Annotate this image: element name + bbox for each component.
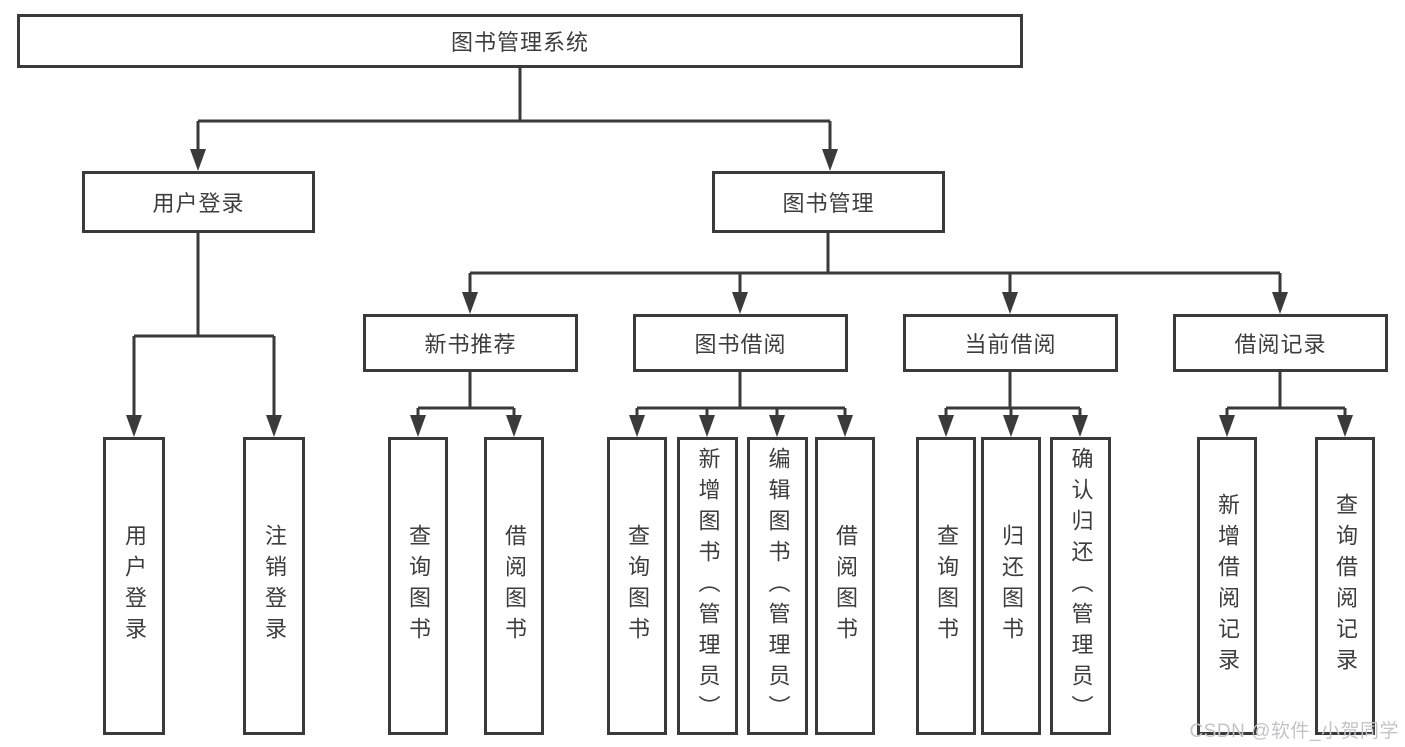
edge-user-login-to-leaves <box>132 233 276 418</box>
edge-bookborrow-to-leaves <box>635 372 847 418</box>
node-label: 归还图书 <box>999 524 1024 648</box>
node-book-management: 图书管理 <box>712 171 945 233</box>
leaf-query-books-current: 查询图书 <box>916 437 976 735</box>
edge-newbook-to-leaves <box>416 372 516 418</box>
leaf-return-books: 归还图书 <box>981 437 1041 735</box>
node-borrowing-records: 借阅记录 <box>1173 314 1388 372</box>
node-book-borrowing: 图书借阅 <box>633 314 848 372</box>
edge-book-mgmt-to-level3 <box>468 233 1282 296</box>
node-label: 当前借阅 <box>964 332 1057 357</box>
leaf-query-borrow-record: 查询借阅记录 <box>1315 437 1375 735</box>
node-label: 用户登录 <box>152 191 245 216</box>
leaf-query-books-recommend: 查询图书 <box>388 437 448 735</box>
node-label: 借阅记录 <box>1234 332 1327 357</box>
node-label: 借阅图书 <box>833 524 858 648</box>
node-label: 图书管理系统 <box>450 30 589 55</box>
edge-root-to-level2 <box>196 68 832 152</box>
node-new-book-recommendation: 新书推荐 <box>363 314 578 372</box>
node-label: 新书推荐 <box>424 332 517 357</box>
node-label: 新增图书（管理员） <box>695 446 721 726</box>
leaf-borrow-books-borrowing: 借阅图书 <box>815 437 875 735</box>
node-label: 确认归还（管理员） <box>1068 446 1094 726</box>
arrowheads <box>126 149 1353 437</box>
node-label: 图书借阅 <box>694 332 787 357</box>
leaf-borrow-books-recommend: 借阅图书 <box>484 437 544 735</box>
leaf-add-borrow-record: 新增借阅记录 <box>1197 437 1257 735</box>
node-label: 查询图书 <box>625 524 650 648</box>
leaf-add-books-admin: 新增图书（管理员） <box>677 437 738 735</box>
node-current-borrowing: 当前借阅 <box>903 314 1118 372</box>
node-label: 查询借阅记录 <box>1333 493 1358 679</box>
node-label: 图书管理 <box>782 191 875 216</box>
node-label: 新增借阅记录 <box>1215 493 1240 679</box>
edge-records-to-leaves <box>1225 372 1347 418</box>
node-label: 查询图书 <box>406 524 431 648</box>
edge-currentborrow-to-leaves <box>944 372 1082 418</box>
leaf-edit-books-admin: 编辑图书（管理员） <box>747 437 808 735</box>
node-label: 编辑图书（管理员） <box>765 446 791 726</box>
leaf-query-books-borrowing: 查询图书 <box>607 437 667 735</box>
leaf-confirm-return-admin: 确认归还（管理员） <box>1050 437 1111 735</box>
node-label: 借阅图书 <box>502 524 527 648</box>
node-root: 图书管理系统 <box>17 14 1023 68</box>
csdn-watermark: CSDN @软件_小贺同学 <box>1189 721 1399 742</box>
node-label: 查询图书 <box>934 524 959 648</box>
node-label: 注销登录 <box>262 524 287 648</box>
node-label: 用户登录 <box>122 524 147 648</box>
leaf-user-login: 用户登录 <box>103 437 165 735</box>
leaf-logout-login: 注销登录 <box>243 437 305 735</box>
node-user-login: 用户登录 <box>82 171 315 233</box>
